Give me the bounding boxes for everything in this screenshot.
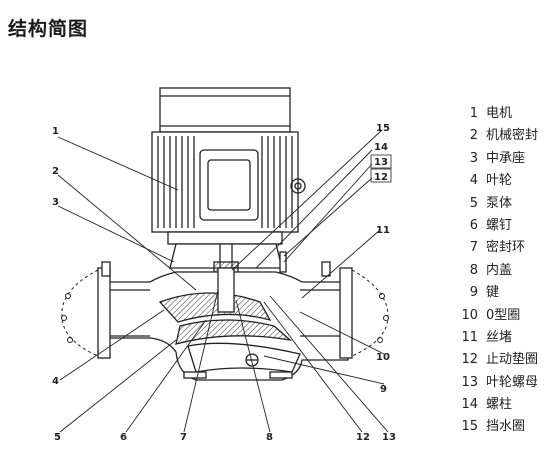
pump-drawing <box>61 87 389 381</box>
callout-5: 5 <box>54 432 61 443</box>
callout-2: 2 <box>52 166 59 177</box>
leader-lines <box>57 129 389 433</box>
callout-12: 12 <box>374 172 388 183</box>
lifting-eye-icon <box>290 178 306 194</box>
callout-15: 15 <box>376 123 390 134</box>
callout-1: 1 <box>52 126 59 137</box>
bolt-hole-icon <box>65 293 71 299</box>
motor <box>151 87 306 245</box>
callout-10: 10 <box>376 352 390 363</box>
callout-numbers: 1 2 3 4 5 6 7 8 9 10 11 12 12 13 13 14 1… <box>52 123 396 443</box>
callout-14: 14 <box>374 142 388 153</box>
callout-3: 3 <box>52 197 59 208</box>
callout-13-bottom: 13 <box>382 432 396 443</box>
callout-6: 6 <box>120 432 127 443</box>
page-title: 结构简图 <box>8 18 89 40</box>
flange-bolt-circles <box>61 269 389 357</box>
callout-9: 9 <box>380 384 387 395</box>
callout-8: 8 <box>266 432 273 443</box>
callout-12-bottom: 12 <box>356 432 370 443</box>
impeller <box>158 292 272 323</box>
pump-body <box>97 251 353 381</box>
callout-4: 4 <box>52 376 59 387</box>
callout-13: 13 <box>374 157 388 168</box>
callout-11: 11 <box>376 225 390 236</box>
callout-7: 7 <box>180 432 187 443</box>
